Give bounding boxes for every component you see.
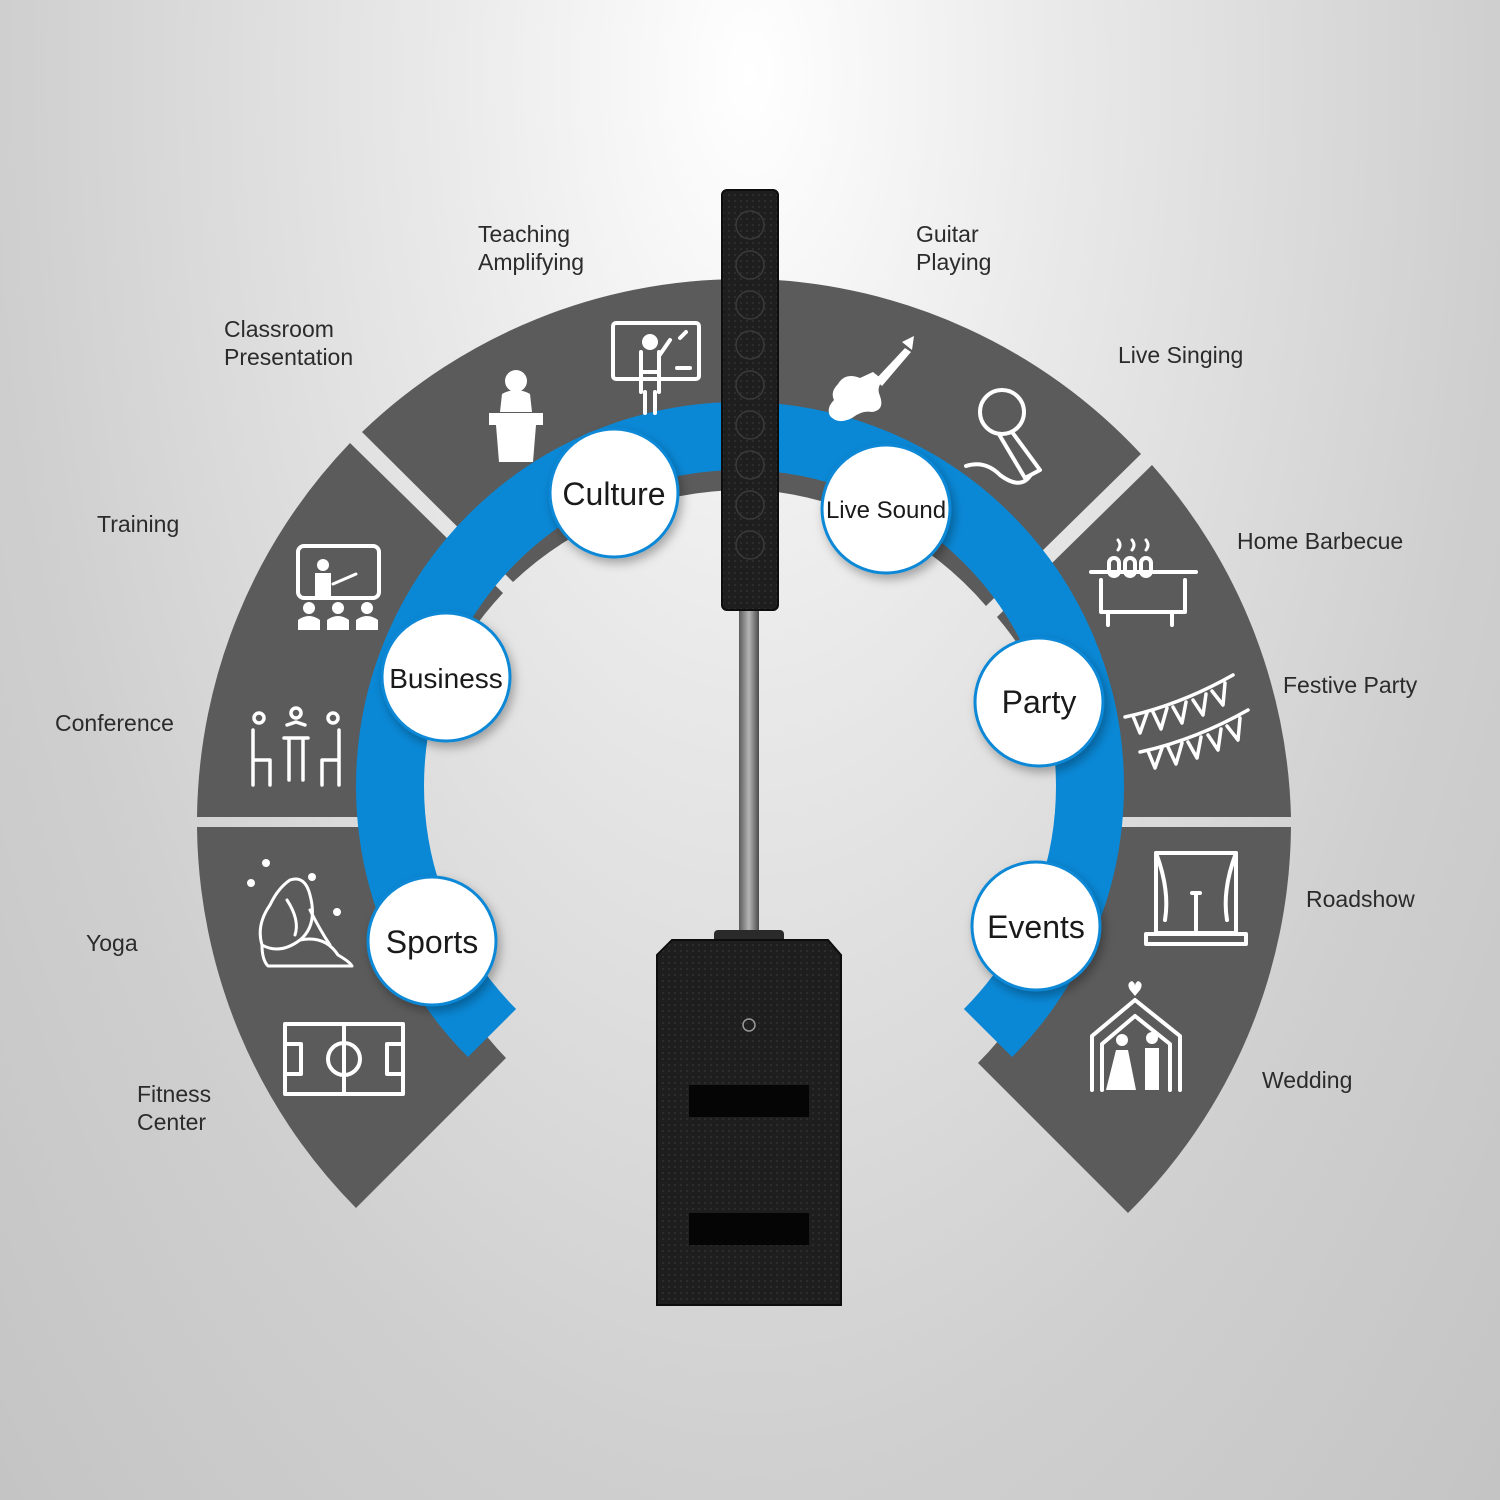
barbecue-grill-icon [1089, 538, 1198, 627]
culture-label: Culture [562, 476, 665, 512]
label-roadshow: Roadshow [1306, 886, 1415, 912]
label-fitness-center: Fitness Center [137, 1080, 211, 1136]
scene-icons [247, 321, 1250, 1096]
party-bubble [973, 636, 1105, 768]
live-sound-bubble [820, 443, 952, 575]
microphone-icon [964, 388, 1042, 485]
bunting-flags-icon [1123, 673, 1250, 770]
segment-culture [362, 279, 741, 582]
conference-table-icon [251, 706, 341, 787]
segment-events [978, 827, 1291, 1213]
label-training: Training [97, 511, 180, 537]
classroom-line1: Classroom [224, 316, 334, 342]
events-bubble [970, 860, 1102, 992]
brand-logo [742, 1018, 756, 1032]
segment-sports [197, 827, 506, 1208]
speaker-pole [739, 608, 759, 938]
label-classroom-presentation: Classroom Presentation [224, 315, 353, 371]
culture-bubble [548, 427, 680, 559]
training-presentation-icon [296, 544, 381, 630]
business-bubble [380, 611, 512, 743]
label-wedding: Wedding [1262, 1067, 1353, 1093]
label-teaching-amplifying: Teaching Amplifying [478, 220, 584, 276]
category-bubbles: Culture Live Sound Business Party Sports… [366, 427, 1105, 1007]
segment-live-sound [759, 279, 1141, 606]
sports-field-icon [283, 1022, 405, 1096]
podium-speaker-icon [489, 370, 543, 462]
sports-label: Sports [386, 924, 478, 960]
live-sound-label: Live Sound [826, 497, 946, 524]
electric-guitar-icon [828, 336, 914, 422]
column-drivers [735, 210, 765, 560]
playing-line2: Playing [916, 249, 992, 275]
guitar-line1: Guitar [916, 221, 979, 247]
subwoofer [656, 939, 842, 1306]
yoga-icon [247, 859, 354, 968]
wedding-couple-icon [1090, 981, 1182, 1092]
events-label: Events [987, 909, 1085, 945]
label-live-singing: Live Singing [1118, 342, 1244, 368]
amplifying-line2: Amplifying [478, 249, 585, 275]
teacher-board-icon [611, 321, 701, 415]
stage-curtain-icon [1144, 851, 1248, 946]
bass-port-top [689, 1085, 809, 1117]
column-speaker [721, 189, 779, 611]
fitness-line1: Fitness [137, 1081, 212, 1107]
presentation-line2: Presentation [224, 344, 354, 370]
business-label: Business [389, 663, 503, 694]
teaching-line1: Teaching [478, 221, 571, 247]
label-festive-party: Festive Party [1283, 672, 1418, 698]
party-label: Party [1002, 684, 1077, 720]
speaker-system [656, 189, 842, 1306]
bass-port-bottom [689, 1213, 809, 1245]
label-guitar-playing: Guitar Playing [916, 220, 991, 276]
label-conference: Conference [55, 710, 174, 736]
center-line2: Center [137, 1109, 207, 1135]
label-home-barbecue: Home Barbecue [1237, 528, 1404, 554]
sports-bubble [366, 875, 498, 1007]
label-yoga: Yoga [86, 930, 138, 956]
